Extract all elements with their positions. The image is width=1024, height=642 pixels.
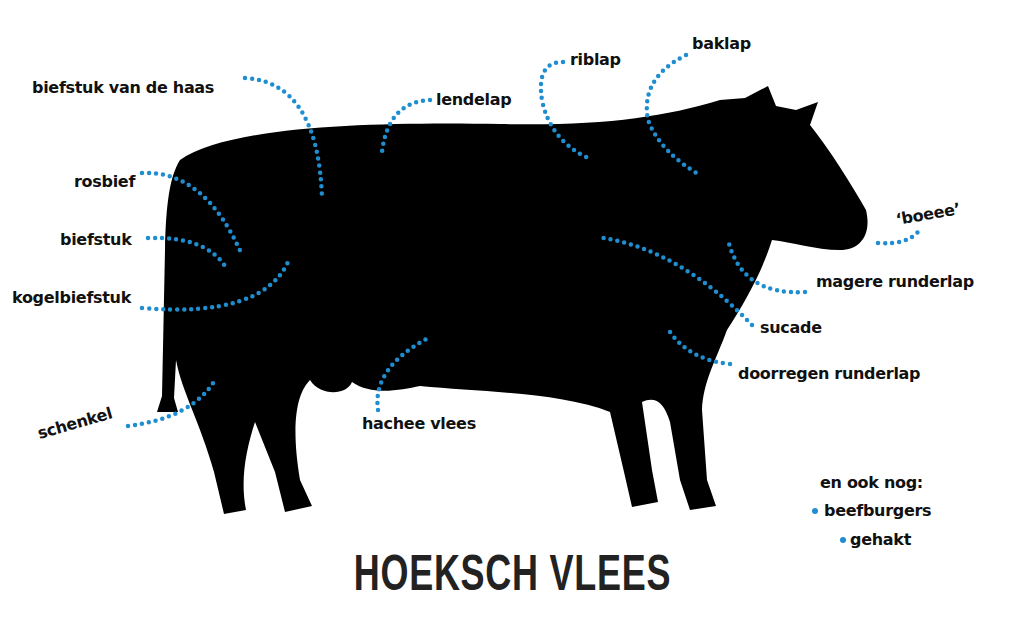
bullet-dot xyxy=(840,537,846,543)
bullet-dot xyxy=(812,508,818,514)
cut-label: kogelbiefstuk xyxy=(12,289,131,307)
leader-line xyxy=(142,262,288,310)
cut-label: sucade xyxy=(760,319,822,337)
leader-line xyxy=(245,78,322,198)
leader-line xyxy=(647,55,700,175)
cut-label: biefstuk van de haas xyxy=(32,79,214,97)
cut-label: doorregen runderlap xyxy=(738,365,920,383)
cut-label: biefstuk xyxy=(60,231,132,249)
cow-silhouette xyxy=(157,86,868,514)
extra-note: en ook nog: xyxy=(820,474,923,492)
cut-label: magere runderlap xyxy=(816,273,974,291)
cut-label: riblap xyxy=(570,51,621,69)
leader-line xyxy=(128,380,215,426)
leader-line xyxy=(377,338,428,410)
extra-note: beefburgers xyxy=(824,502,931,520)
cut-label: rosbief xyxy=(74,173,135,191)
page-title: HOEKSCH VLEES xyxy=(353,548,670,598)
leader-line xyxy=(541,62,588,158)
cut-label: schenkel xyxy=(36,404,115,442)
leader-line xyxy=(382,100,430,152)
cut-label: ‘boeee’ xyxy=(894,200,961,229)
leader-line xyxy=(148,238,225,266)
leader-line xyxy=(728,240,805,292)
leader-line xyxy=(670,332,730,364)
cut-label: baklap xyxy=(692,35,751,53)
cut-label: hachee vlees xyxy=(362,415,476,433)
extra-note: gehakt xyxy=(850,531,911,549)
leader-line xyxy=(878,232,918,243)
cut-label: lendelap xyxy=(436,91,511,109)
leader-line xyxy=(603,238,752,325)
leader-line xyxy=(142,173,242,255)
